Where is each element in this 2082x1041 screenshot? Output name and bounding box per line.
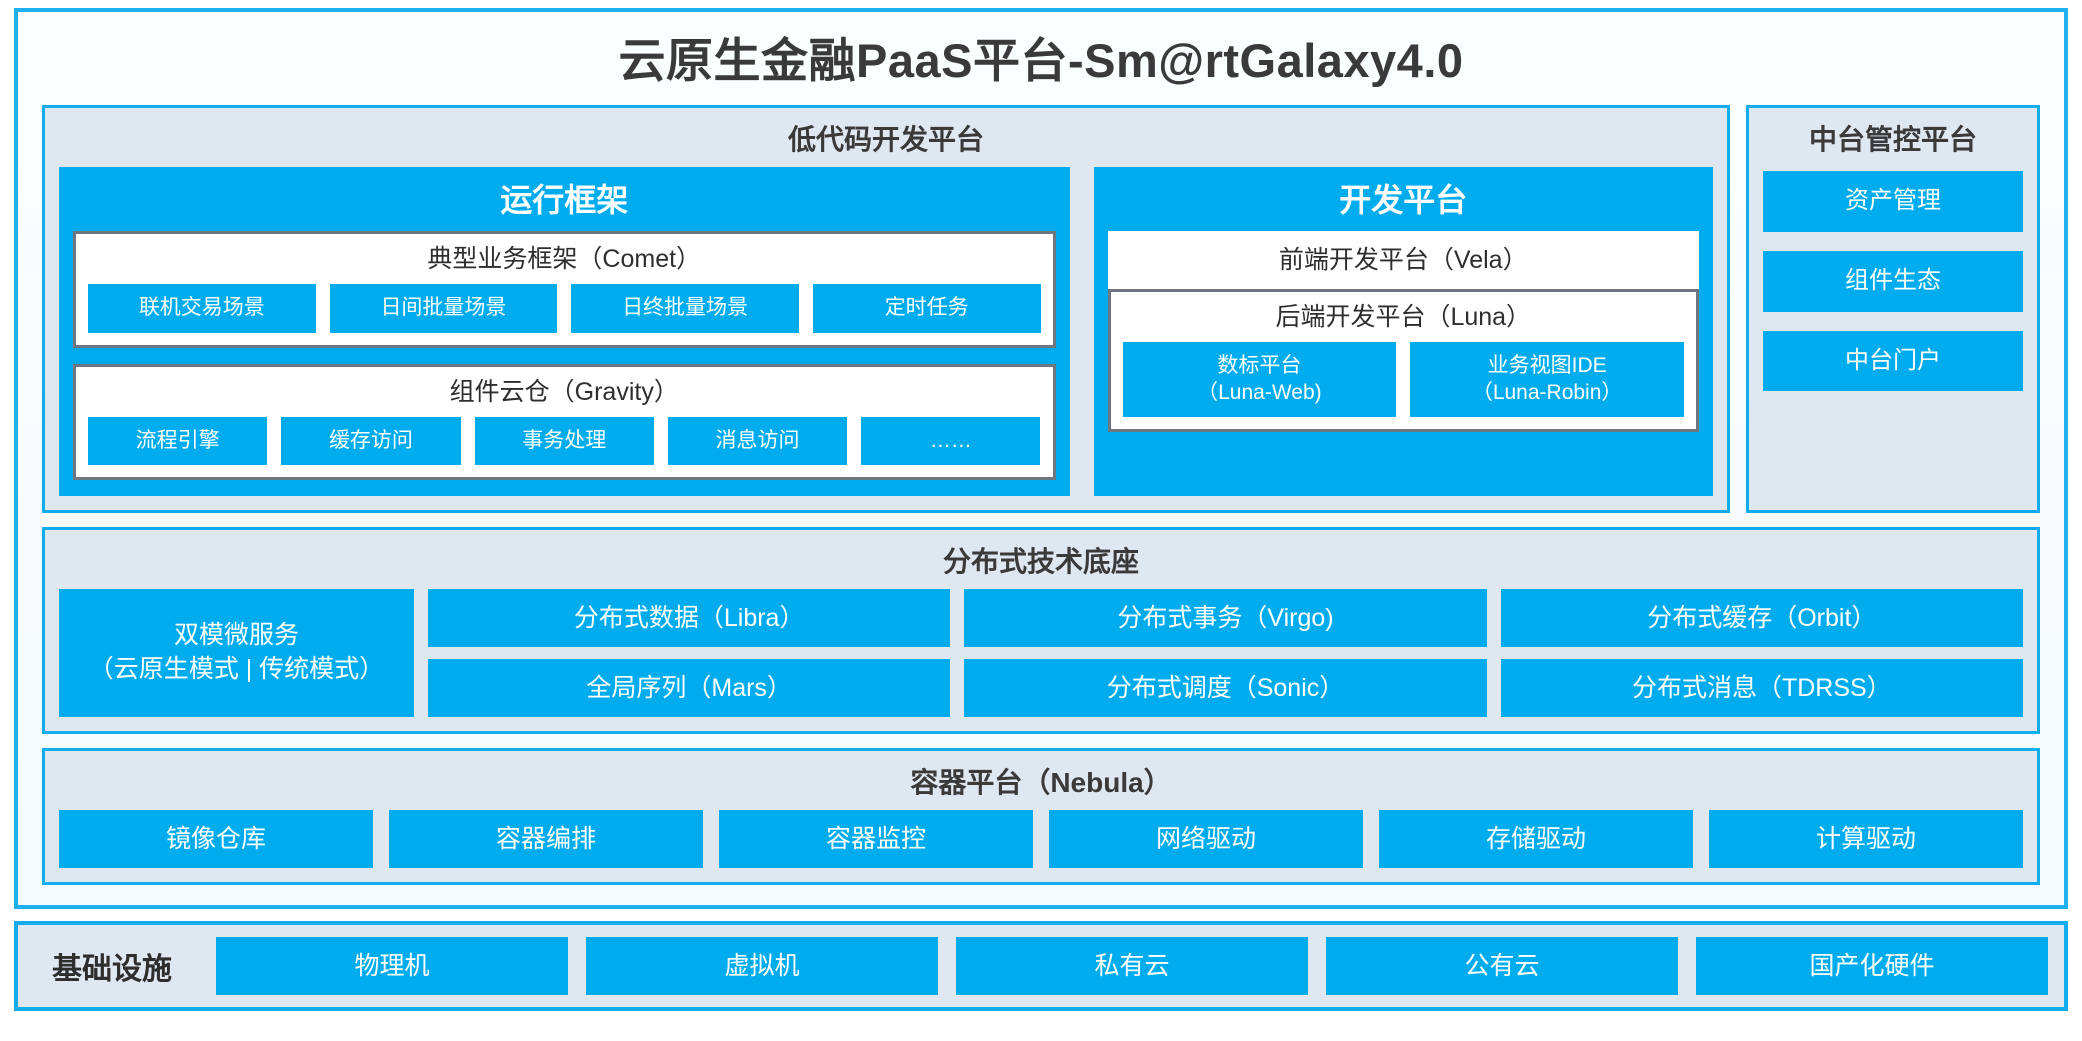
luna-chip-row: 数标平台 （Luna-Web) 业务视图IDE （Luna-Robin） [1122, 342, 1684, 417]
container-platform-row: 镜像仓库 容器编排 容器监控 网络驱动 存储驱动 计算驱动 [59, 809, 2023, 868]
development-platform-block: 开发平台 前端开发平台（Vela） 后端开发平台（Luna） 数标平台 （Lun… [1093, 167, 1713, 496]
lowcode-platform-panel: 低代码开发平台 运行框架 典型业务框架（Comet） 联机交易场景 日间批量场景… [42, 105, 1730, 513]
container-item-orchestration[interactable]: 容器编排 [389, 809, 703, 868]
distributed-tech-base-title: 分布式技术底座 [942, 545, 1139, 577]
top-row: 低代码开发平台 运行框架 典型业务框架（Comet） 联机交易场景 日间批量场景… [42, 105, 2040, 513]
distributed-tech-base-panel: 分布式技术底座 双模微服务 （云原生模式 | 传统模式） 分布式数据（Libra… [42, 526, 2040, 734]
page-title: 云原生金融PaaS平台-Sm@rtGalaxy4.0 [618, 34, 1464, 87]
gravity-item-process-engine[interactable]: 流程引擎 [88, 416, 268, 465]
infrastructure-bar: 基础设施 物理机 虚拟机 私有云 公有云 国产化硬件 [14, 920, 2068, 1011]
comet-title: 典型业务框架（Comet） [427, 245, 702, 274]
container-item-network-driver[interactable]: 网络驱动 [1049, 809, 1363, 868]
luna-item-luna-robin[interactable]: 业务视图IDE （Luna-Robin） [1410, 342, 1684, 417]
spacer-2 [42, 734, 2040, 748]
techbase-item-distributed-transaction-virgo[interactable]: 分布式事务（Virgo) [964, 588, 1487, 647]
comet-box: 典型业务框架（Comet） 联机交易场景 日间批量场景 日终批量场景 定时任务 [73, 231, 1056, 348]
techbase-item-distributed-data-libra[interactable]: 分布式数据（Libra） [428, 588, 951, 647]
techbase-item-distributed-cache-orbit[interactable]: 分布式缓存（Orbit） [1500, 588, 2023, 647]
dual-mode-microservice-tile[interactable]: 双模微服务 （云原生模式 | 传统模式） [59, 588, 414, 717]
gravity-box: 组件云仓（Gravity） 流程引擎 缓存访问 事务处理 消息访问 …… [73, 363, 1056, 480]
gravity-title: 组件云仓（Gravity） [449, 377, 679, 406]
luna-web-label: 数标平台 [1217, 354, 1302, 378]
luna-robin-sublabel: （Luna-Robin） [1471, 380, 1623, 404]
techbase-column-3: 分布式缓存（Orbit） 分布式消息（TDRSS） [1500, 588, 2023, 717]
platform-main-frame: 云原生金融PaaS平台-Sm@rtGalaxy4.0 低代码开发平台 运行框架 … [14, 8, 2068, 909]
gravity-item-transaction-processing[interactable]: 事务处理 [474, 416, 654, 465]
gravity-item-more[interactable]: …… [861, 416, 1041, 465]
infrastructure-item-virtual-machine[interactable]: 虚拟机 [586, 936, 938, 995]
backend-dev-platform-title: 后端开发平台（Luna） [1275, 303, 1532, 332]
middle-platform-tiles: 资产管理 组件生态 中台门户 [1763, 167, 2023, 392]
luna-item-luna-web[interactable]: 数标平台 （Luna-Web) [1122, 342, 1397, 417]
infrastructure-item-physical-machine[interactable]: 物理机 [216, 936, 568, 995]
techbase-column-1: 分布式数据（Libra） 全局序列（Mars） [428, 588, 951, 717]
gravity-item-message-access[interactable]: 消息访问 [667, 416, 848, 465]
techbase-item-distributed-scheduling-sonic[interactable]: 分布式调度（Sonic） [964, 658, 1487, 717]
middle-platform-item-asset-management[interactable]: 资产管理 [1763, 171, 2023, 232]
backend-dev-platform-luna-box: 后端开发平台（Luna） 数标平台 （Luna-Web) 业务视图IDE （Lu… [1107, 289, 1699, 432]
infrastructure-item-domestic-hardware[interactable]: 国产化硬件 [1696, 936, 2048, 995]
luna-robin-label: 业务视图IDE [1487, 354, 1607, 378]
techbase-column-2: 分布式事务（Virgo) 分布式调度（Sonic） [964, 588, 1487, 717]
container-platform-panel: 容器平台（Nebula） 镜像仓库 容器编排 容器监控 网络驱动 存储驱动 计算… [42, 747, 2040, 885]
container-item-monitoring[interactable]: 容器监控 [719, 809, 1033, 868]
comet-item-intraday-batch[interactable]: 日间批量场景 [329, 284, 558, 333]
techbase-item-distributed-message-tdrss[interactable]: 分布式消息（TDRSS） [1500, 658, 2023, 717]
middle-platform-item-component-ecosystem[interactable]: 组件生态 [1763, 250, 2023, 312]
luna-web-sublabel: （Luna-Web) [1197, 380, 1322, 404]
gravity-chip-row: 流程引擎 缓存访问 事务处理 消息访问 …… [88, 416, 1041, 465]
infrastructure-item-public-cloud[interactable]: 公有云 [1326, 936, 1678, 995]
gravity-item-cache-access[interactable]: 缓存访问 [281, 416, 461, 465]
lowcode-platform-title: 低代码开发平台 [787, 124, 984, 156]
dual-mode-microservice-line1: 双模微服务 [173, 621, 299, 650]
techbase-item-global-sequence-mars[interactable]: 全局序列（Mars） [428, 658, 951, 717]
runtime-framework-block: 运行框架 典型业务框架（Comet） 联机交易场景 日间批量场景 日终批量场景 … [59, 167, 1070, 496]
spacer-1 [42, 513, 2040, 527]
dual-mode-microservice-line2: （云原生模式 | 传统模式） [88, 654, 385, 683]
middle-platform-title: 中台管控平台 [1808, 124, 1977, 156]
comet-item-online-transaction[interactable]: 联机交易场景 [88, 284, 316, 333]
development-platform-title: 开发平台 [1339, 182, 1468, 219]
infrastructure-item-private-cloud[interactable]: 私有云 [956, 936, 1308, 995]
distributed-tech-base-body: 双模微服务 （云原生模式 | 传统模式） 分布式数据（Libra） 全局序列（M… [59, 588, 2023, 717]
runtime-framework-title: 运行框架 [500, 182, 629, 219]
container-platform-title: 容器平台（Nebula） [910, 766, 1172, 798]
dual-mode-microservice-column: 双模微服务 （云原生模式 | 传统模式） [59, 588, 414, 717]
comet-item-scheduled-task[interactable]: 定时任务 [812, 284, 1041, 333]
lowcode-platform-body: 运行框架 典型业务框架（Comet） 联机交易场景 日间批量场景 日终批量场景 … [59, 167, 1713, 496]
container-item-image-registry[interactable]: 镜像仓库 [59, 809, 373, 868]
container-item-compute-driver[interactable]: 计算驱动 [1709, 809, 2023, 868]
frontend-dev-platform-vela[interactable]: 前端开发平台（Vela） [1107, 231, 1699, 290]
comet-item-eod-batch[interactable]: 日终批量场景 [571, 284, 799, 333]
middle-platform-item-portal[interactable]: 中台门户 [1763, 330, 2023, 392]
comet-chip-row: 联机交易场景 日间批量场景 日终批量场景 定时任务 [88, 284, 1041, 333]
container-item-storage-driver[interactable]: 存储驱动 [1379, 809, 1693, 868]
infrastructure-label: 基础设施 [52, 952, 172, 986]
middle-platform-control-panel: 中台管控平台 资产管理 组件生态 中台门户 [1746, 105, 2040, 513]
